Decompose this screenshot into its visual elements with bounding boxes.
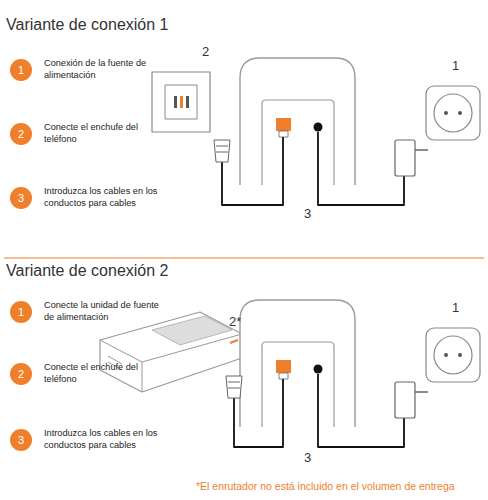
step-text: Conecte la unidad de fuente de alimentac… bbox=[44, 300, 162, 324]
step-text: Introduzca los cables en los conductos p… bbox=[44, 186, 162, 210]
callout-number: 2 bbox=[202, 44, 209, 59]
callout-number: 1 bbox=[452, 300, 459, 315]
connection-variant-1 bbox=[152, 58, 480, 205]
callout-number: 2* bbox=[229, 314, 241, 329]
step-text: Conexión de la fuente de alimentación bbox=[44, 58, 162, 82]
step-item: 2 Conecte el enchufe del teléfono bbox=[10, 362, 162, 386]
step-text: Conecte el enchufe del teléfono bbox=[44, 122, 162, 146]
step-item: 2 Conecte el enchufe del teléfono bbox=[10, 122, 162, 146]
step-number: 1 bbox=[10, 59, 32, 81]
callout-number: 3 bbox=[304, 450, 311, 465]
step-number: 3 bbox=[10, 429, 32, 451]
step-item: 1 Conexión de la fuente de alimentación bbox=[10, 58, 162, 82]
callout-number: 3 bbox=[304, 206, 311, 221]
connection-variant-2 bbox=[100, 300, 480, 447]
section-heading: Variante de conexión 1 bbox=[6, 16, 168, 34]
footnote: *El enrutador no está incluido en el vol… bbox=[196, 480, 455, 492]
step-number: 3 bbox=[10, 187, 32, 209]
step-number: 2 bbox=[10, 123, 32, 145]
section-heading: Variante de conexión 2 bbox=[6, 262, 168, 280]
step-text: Introduzca los cables en los conductos p… bbox=[44, 428, 162, 452]
step-number: 2 bbox=[10, 363, 32, 385]
step-item: 3 Introduzca los cables en los conductos … bbox=[10, 428, 162, 452]
step-text: Conecte el enchufe del teléfono bbox=[44, 362, 162, 386]
step-item: 1 Conecte la unidad de fuente de alimenta… bbox=[10, 300, 162, 324]
step-number: 1 bbox=[10, 301, 32, 323]
step-item: 3 Introduzca los cables en los conductos … bbox=[10, 186, 162, 210]
callout-number: 1 bbox=[452, 58, 459, 73]
